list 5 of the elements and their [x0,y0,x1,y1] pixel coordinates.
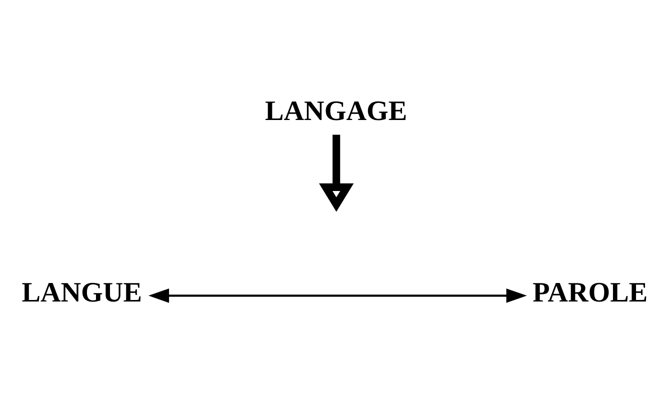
arrow [148,288,527,303]
node-text: LANGAGE [264,96,408,128]
node-text: LANGUE [22,277,142,308]
arrow [319,134,354,212]
node-text: PAROLE [532,277,648,308]
